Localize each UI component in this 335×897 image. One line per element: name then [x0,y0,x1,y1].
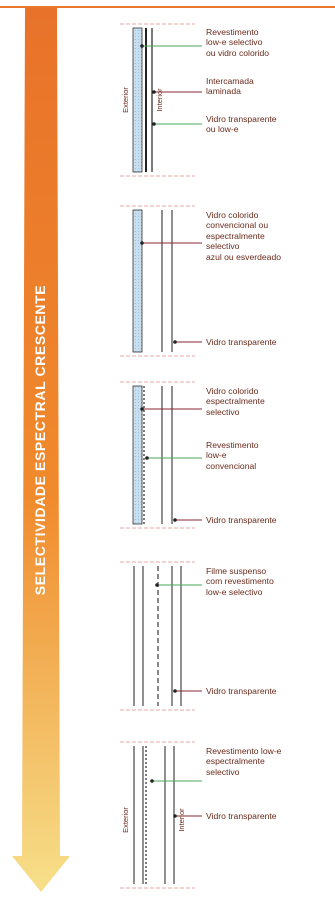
label-line: espectralmente [206,396,265,407]
panel-3-outer-pane [132,385,143,525]
label-line: Vidro colorido [206,386,259,396]
label-line: selectivo [206,766,240,777]
panel-2-leader-dot-2 [173,340,177,344]
label-line: espectralmente [206,756,265,767]
label-line: convencional ou [206,220,269,231]
panel-2-outer-pane [132,209,143,353]
panel-4-leader-dot-1 [155,583,159,587]
panel-1-leader-dot-3 [152,122,156,126]
panel-2-label-2: Vidro transparente [206,337,277,347]
label-line: Revestimento [206,440,259,450]
label-line: ou low-e [206,124,239,135]
panel-3-leader-dot-3 [173,518,177,522]
label-line: Revestimento low-e [206,746,282,756]
label-line: Intercamada [206,76,254,86]
panel-1-leader-dot-2 [152,90,156,94]
label-line: Vidro transparente [206,337,277,347]
label-line: azul ou esverdeado [206,251,282,262]
panel-1-outer-pane [132,27,143,173]
label-line: Vidro transparente [206,515,277,525]
panel-3-leader-dot-1 [140,407,144,411]
label-line: low-e selectivo [206,586,263,597]
panel-5-leader-dot-2 [173,814,177,818]
panel-4-leader-dot-2 [173,689,177,693]
panel-5-leader-dot-1 [150,779,154,783]
label-line: com revestimento [206,576,274,587]
panel-5-exterior-label: Exterior [121,807,130,833]
top-rule [0,6,335,8]
label-line: Vidro transparente [206,114,277,124]
label-line: Filme suspenso [206,566,267,576]
panel-3-leader-dot-2 [145,456,149,460]
label-line: Vidro transparente [206,686,277,696]
panel-3-label-3: Vidro transparente [206,515,277,525]
label-line: ou vidro colorido [206,47,270,58]
panel-2-leader-dot-1 [140,241,144,245]
label-line: low-e [206,450,227,461]
label-line: Vidro colorido [206,210,259,220]
label-line: low-e selectivo [206,37,263,48]
label-line: Revestimento [206,27,259,37]
panel-1-leader-dot-1 [140,44,144,48]
label-line: selectivo [206,406,240,417]
arrow-body [12,8,70,892]
panel-5-interior-label: Interior [177,808,186,832]
panel-4-label-2: Vidro transparente [206,686,277,696]
label-line: Vidro transparente [206,811,277,821]
panel-5-label-2: Vidro transparente [206,811,277,821]
panel-1-exterior-label: Exterior [121,87,130,113]
label-line: espectralmente [206,230,265,241]
label-line: laminada [206,86,241,97]
label-line: selectivo [206,241,240,252]
label-line: convencional [206,460,257,471]
panel-1-interior-label: Interior [155,88,164,112]
